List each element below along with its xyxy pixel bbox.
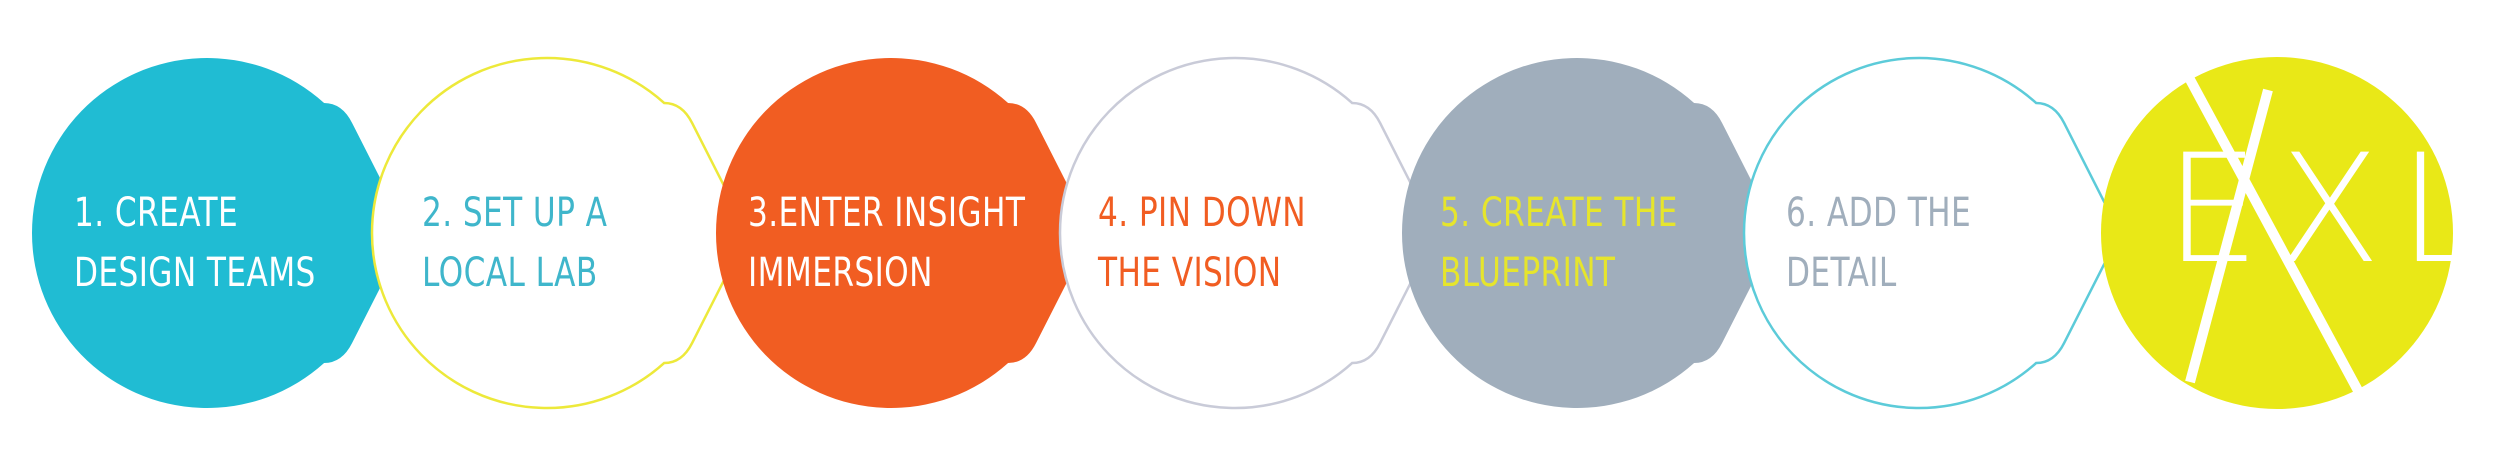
- step-4-line-2: THE VISION: [1098, 250, 1282, 296]
- exl-logo-x-stroke: [2181, 69, 2367, 401]
- step-6-line-1: 6. ADD THE: [1786, 190, 1972, 236]
- step-4-label: 4. PIN DOWN THE VISION: [1098, 183, 1306, 303]
- step-5-label: 5. CREATE THE BLUEPRINT: [1440, 183, 1678, 303]
- step-2-arrow: [370, 56, 750, 410]
- step-2-line-2: LOCAL LAB: [422, 250, 598, 296]
- step-1-arrow: [32, 58, 409, 409]
- exl-logo-x-stroke-2: [2185, 88, 2273, 384]
- step-6-label: 6. ADD THE DETAIL: [1786, 183, 1971, 303]
- step-6-line-2: DETAIL: [1786, 250, 1897, 296]
- step-3-arrow: [715, 58, 1092, 408]
- step-3-line-1: 3.ENTER INSIGHT: [748, 190, 1026, 236]
- step-1-label: 1. CREATE DESIGN TEAMS: [74, 183, 316, 303]
- step-2-line-1: 2. SET UP A: [422, 190, 608, 236]
- exl-logo-text: EXL: [2165, 123, 2500, 297]
- step-4-arrow: [1058, 56, 1438, 410]
- step-3-line-2: IMMERSION: [748, 250, 933, 296]
- step-1-line-1: 1. CREATE: [74, 190, 239, 236]
- step-4-line-1: 4. PIN DOWN: [1098, 190, 1307, 236]
- step-5-line-1: 5. CREATE THE: [1440, 190, 1678, 236]
- step-5-line-2: BLUEPRINT: [1440, 250, 1616, 296]
- step-3-label: 3.ENTER INSIGHT IMMERSION: [748, 183, 1025, 303]
- step-2-label: 2. SET UP A LOCAL LAB: [422, 183, 607, 303]
- step-5-arrow: [1402, 58, 1778, 409]
- step-1-line-2: DESIGN TEAMS: [74, 250, 316, 296]
- step-6-arrow: [1742, 56, 2122, 410]
